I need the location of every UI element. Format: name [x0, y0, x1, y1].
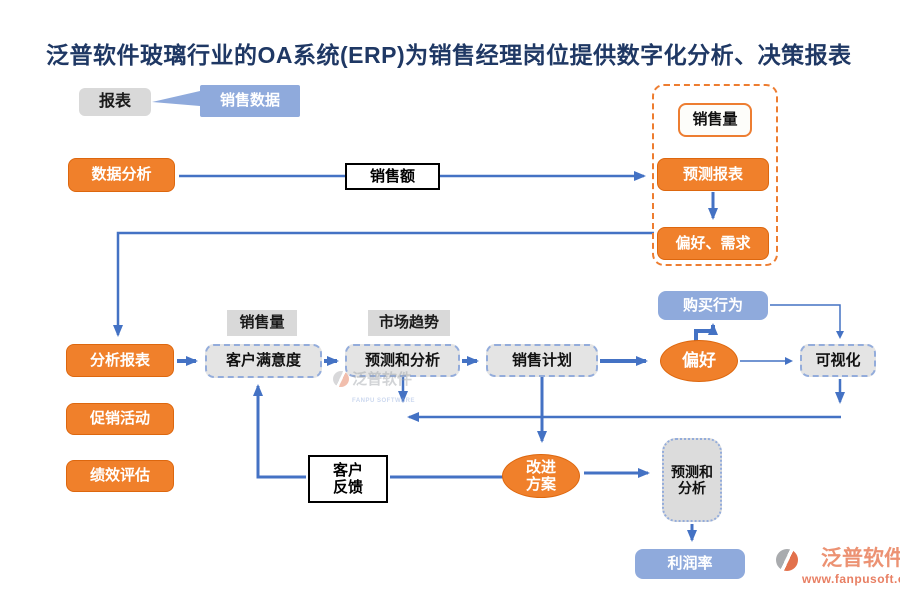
node-sales-volume: 销售量: [678, 103, 752, 137]
page-title: 泛普软件玻璃行业的OA系统(ERP)为销售经理岗位提供数字化分析、决策报表: [46, 42, 852, 68]
wire-preference-buyingbehavior: [694, 323, 718, 342]
fanpu-logo-text: 泛普软件: [821, 547, 900, 570]
wire-preferencedemand-analysisreport: [113, 231, 654, 337]
node-sales-data: 销售数据: [200, 85, 300, 117]
node-forecast-report: 预测报表: [657, 158, 769, 191]
node-profit-rate: 利润率: [635, 549, 745, 579]
callout-tail: [152, 91, 200, 106]
node-improvement-plan: 改进 方案: [502, 454, 580, 498]
node-sales-amount: 销售额: [345, 163, 440, 190]
node-preference: 偏好: [660, 340, 738, 382]
node-visualization: 可视化: [800, 344, 876, 377]
fanpu-logo-url: www.fanpusoft.com: [802, 572, 900, 586]
node-analysis-report: 分析报表: [66, 344, 174, 377]
node-promotion: 促销活动: [66, 403, 174, 435]
node-performance-evaluation: 绩效评估: [66, 460, 174, 492]
wire-feedback-satisfaction: [253, 384, 306, 479]
label-sales-volume: 销售量: [227, 310, 297, 336]
fanpu-logo: 泛普软件 www.fanpusoft.com: [776, 548, 900, 588]
node-customer-satisfaction: 客户满意度: [205, 344, 322, 378]
label-market-trend: 市场趋势: [368, 310, 450, 336]
node-buying-behavior: 购买行为: [658, 291, 768, 320]
node-sales-plan: 销售计划: [486, 344, 598, 377]
node-forecast-and-analysis-2: 预测和 分析: [662, 438, 722, 522]
forecast-group-container: [652, 84, 778, 266]
wire-buyingbehavior-visualization: [770, 304, 844, 339]
node-preference-demand: 偏好、需求: [657, 227, 769, 260]
node-customer-feedback: 客户 反馈: [308, 455, 388, 503]
node-report: 报表: [79, 88, 151, 116]
node-data-analysis: 数据分析: [68, 158, 175, 192]
node-forecast-and-analysis: 预测和分析: [345, 344, 460, 377]
fanpu-logo-icon: [776, 549, 798, 571]
